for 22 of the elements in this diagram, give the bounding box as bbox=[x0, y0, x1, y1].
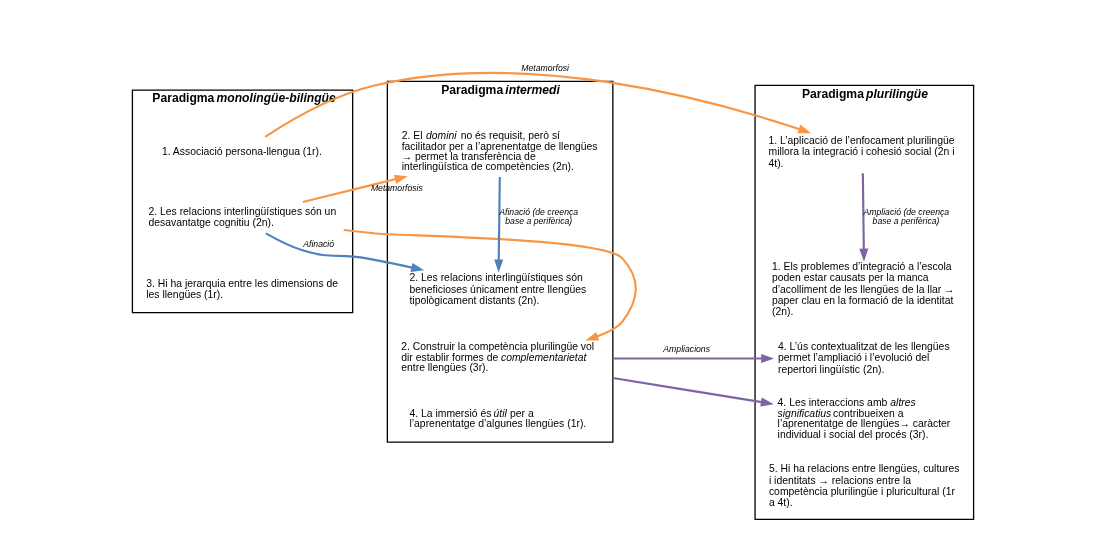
arrow bbox=[493, 177, 503, 273]
edge-label: Metamorfosi bbox=[520, 63, 569, 74]
node-text: 4. L’ús contextualitzat de les llengües permet l’ampliació i l’evolució del repertori lingüístic (2n). bbox=[777, 340, 950, 375]
node-text: 4. La immersió és útil per a l’aprenentatge d’algunes llengües (1r). bbox=[408, 407, 586, 430]
node-text: 3. Hi ha jerarquia entre les dimensions de les llengües (1r). bbox=[145, 278, 338, 301]
node-text: 2. Les relacions interlingüístiques són beneficioses únicament entre llengües tipològicament distants (2n). bbox=[408, 272, 586, 306]
node-text: 5. Hi ha relacions entre llengües, cultures i identitats → relacions entre la competència plurilingüe i pluricultural (1r a 4t). bbox=[768, 463, 960, 509]
node-text: 1. Associació persona-llengua (1r). bbox=[161, 146, 322, 158]
arrow bbox=[343, 228, 637, 341]
node-text: 2. Construir la competència plurilingüe vol dir establir formes de complementarietat entre llengües (3r). bbox=[400, 341, 594, 374]
edge-label: Afinació bbox=[302, 239, 334, 250]
arrow bbox=[858, 173, 868, 262]
node-text: 1. Els problemes d’integració a l’escola poden estar causats per la manca d’acolliment de les llengües de la llar → paper clau en la formació de la identitat (2n). bbox=[771, 261, 954, 318]
node-text: 2. Les relacions interlingüístiques són un desavantatge cognitiu (2n). bbox=[147, 205, 336, 228]
arrow bbox=[264, 232, 424, 272]
node-text: 1. L’aplicació de l’enfocament plurilingüe millora la integració i cohesió social (2n i 4t). bbox=[768, 134, 954, 169]
node-text: 4. Les interaccions amb altres significatius contribueixen a l’aprenentatge de llengües→ caràcter individual i social del procés (3r). bbox=[777, 397, 950, 440]
arrow bbox=[264, 71, 811, 138]
edge-label: Ampliacions bbox=[662, 344, 710, 355]
node-text: 2. El domini no és requisit, però sí facilitador per a l’aprenentatge de llengües → permet la transferència de interlingüística de competències (2n). bbox=[401, 130, 597, 173]
arrow bbox=[612, 353, 774, 364]
arrow bbox=[612, 376, 774, 407]
